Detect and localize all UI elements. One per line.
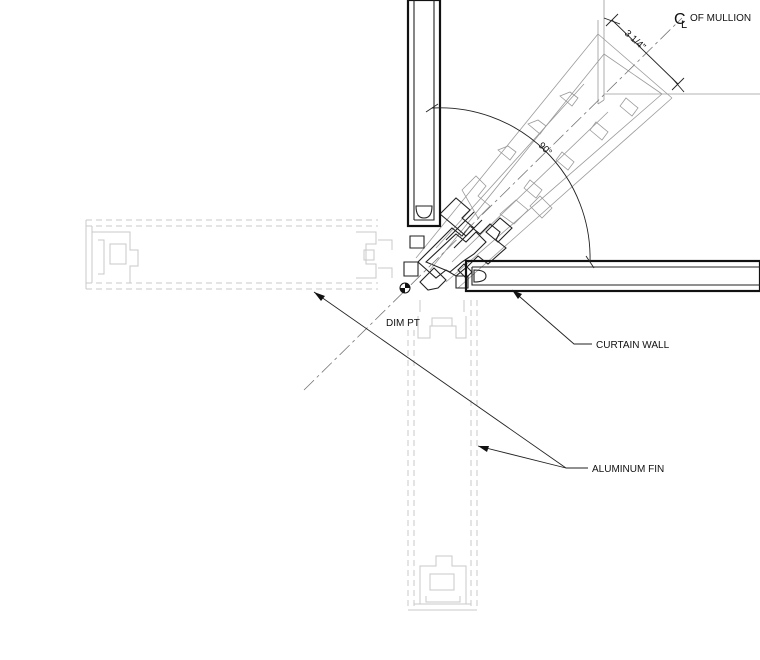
centerline-callout: C L OF MULLION [674, 11, 751, 31]
diagonal-mullion [415, 33, 673, 289]
aluminum-fin-callout: ALUMINUM FIN [313, 291, 664, 475]
dimension-label: 3 1/4" [622, 28, 648, 53]
dim-point-label: DIM PT [386, 318, 420, 329]
centerline-label: OF MULLION [690, 13, 751, 24]
ghost-fin-left [85, 219, 393, 290]
ghost-fin-bottom [407, 300, 478, 611]
centerline-symbol: C [674, 11, 686, 28]
angle-label: 90° [536, 140, 554, 158]
mullion-centerline [303, 17, 683, 391]
dimension-3-1-4: 3 1/4" [603, 13, 685, 93]
curtain-wall-callout: CURTAIN WALL [511, 289, 670, 351]
centerline-symbol-l: L [681, 19, 687, 31]
curtain-wall-panel-horizontal [464, 259, 760, 293]
dim-point: DIM PT [386, 282, 420, 329]
aluminum-fin-label: ALUMINUM FIN [592, 464, 664, 475]
curtain-wall-panel-vertical [406, 0, 442, 228]
curtain-wall-label: CURTAIN WALL [596, 340, 670, 351]
